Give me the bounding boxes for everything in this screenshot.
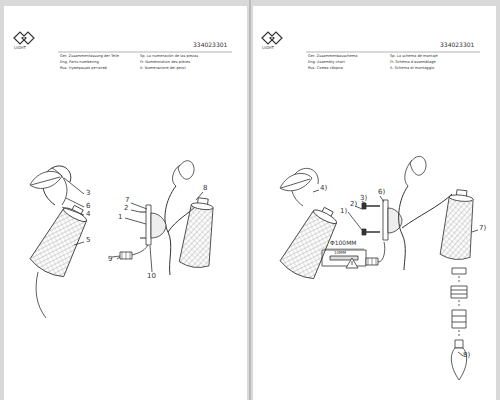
callout-number: 6) (378, 189, 385, 196)
dimension: Φ100MM (330, 240, 357, 246)
header-text: Eng. Parts numbering (60, 61, 99, 65)
logo-text: LIGHT (262, 46, 274, 50)
callout-number: 3) (360, 195, 367, 202)
header-text: Eng. Assembly chart (308, 61, 345, 65)
callout-number: 10 (147, 273, 156, 280)
model-number: 334023301 (440, 42, 474, 48)
header-text: Ger. Zusammenfassung der Teile (60, 55, 119, 59)
model-number: 334023301 (193, 42, 227, 48)
callout-number: 1 (118, 214, 122, 221)
callout-number: 6 (86, 203, 90, 210)
callout-number: 2 (124, 205, 128, 212)
header-text: It. Numerazione dei pezzi (140, 67, 186, 71)
header-text: Fr. Numérotation des pièces (140, 61, 190, 65)
header-text: Fr. Schéma d'assemblage (390, 61, 436, 65)
callout-number: 4) (320, 185, 327, 192)
callout-number: 5 (86, 237, 90, 244)
page (253, 6, 496, 400)
callout-number: 8 (203, 185, 207, 192)
header-text: It. Schema di montaggio (390, 67, 434, 71)
callout-number: 3 (86, 190, 90, 197)
header-text: Ger. Zusammenbauschema (308, 55, 358, 59)
callout-number: 8) (463, 352, 470, 359)
callout-number: 7 (125, 197, 129, 204)
header-text: Sp. La schema de montaje (390, 55, 438, 59)
header-text: Sp. La numeración de las piezas (140, 55, 198, 59)
page (4, 6, 247, 400)
header-text: Rus. Схема сборки (308, 67, 343, 71)
dimension: 10MM (334, 251, 346, 255)
logo-text: LIGHT (14, 46, 26, 50)
callout-number: 2) (350, 201, 357, 208)
logo (14, 32, 282, 44)
callout-number: 9 (108, 256, 112, 263)
callout-number: 1) (340, 208, 347, 215)
callout-number: 4 (86, 211, 90, 218)
header-text: Rus. Нумерация деталей (60, 67, 107, 71)
callout-number: 7) (479, 225, 486, 232)
